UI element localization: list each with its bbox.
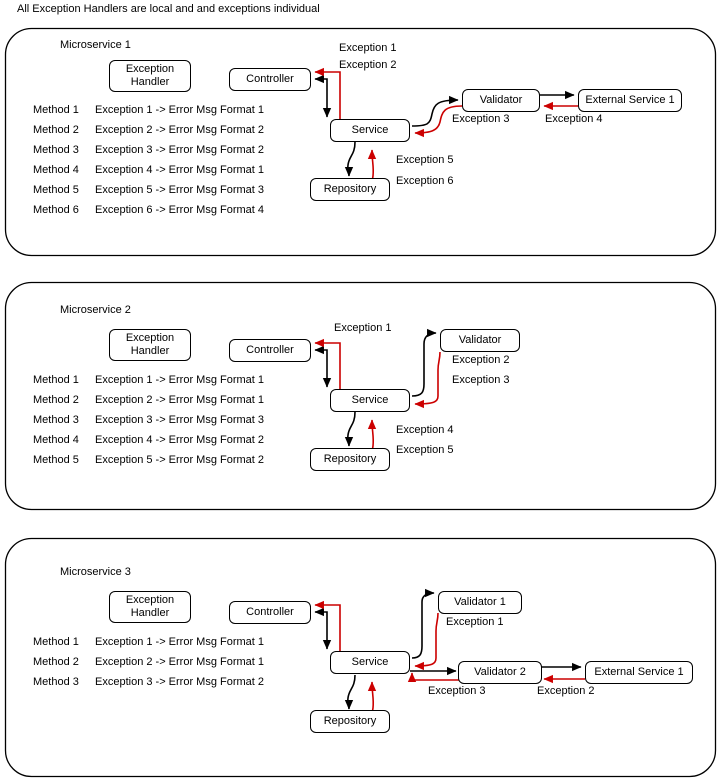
method-mapping: Exception 5 -> Error Msg Format 2 [95,454,265,466]
edge-exception-service-to-controller-p3 [314,600,341,652]
node-repository-p1[interactable]: Repository [310,178,390,201]
node-exception-handler-line1-p1: Exception [125,63,175,75]
node-validator-2-p3[interactable]: Validator 2 [458,661,542,684]
method-mapping: Exception 5 -> Error Msg Format 3 [95,184,265,196]
edge-label-exception-1-p1: Exception 1 [339,42,397,54]
method-name: Method 2 [33,124,79,136]
method-name: Method 1 [33,636,79,648]
panel-outline-microservice-1 [4,27,717,257]
edge-exception-validator1-to-service-p3 [414,612,439,671]
node-service-p3[interactable]: Service [330,651,410,674]
edge-label-exception-3-p1: Exception 3 [452,113,510,125]
page-title: All Exception Handlers are local and and… [17,3,320,15]
method-mapping: Exception 3 -> Error Msg Format 2 [95,144,265,156]
edge-service-to-repository-p2 [344,411,356,447]
node-repository-p2[interactable]: Repository [310,448,390,471]
node-controller-p2[interactable]: Controller [229,339,311,362]
method-mapping: Exception 3 -> Error Msg Format 2 [95,676,265,688]
edge-service-to-repository-p1 [344,141,356,177]
edge-label-exception-5-p1: Exception 5 [396,154,454,166]
edge-label-exception-2-p3: Exception 2 [537,685,595,697]
node-exception-handler-line1-p3: Exception [125,594,175,606]
node-exception-handler-line2-p2: Handler [130,345,170,357]
node-validator-p2[interactable]: Validator [440,329,520,352]
node-validator-1-p3[interactable]: Validator 1 [438,591,522,614]
method-name: Method 1 [33,374,79,386]
method-mapping: Exception 2 -> Error Msg Format 1 [95,394,265,406]
method-mapping: Exception 2 -> Error Msg Format 1 [95,656,265,668]
method-name: Method 5 [33,184,79,196]
method-name: Method 3 [33,144,79,156]
edge-service-to-controller-black-p2 [314,345,328,362]
edge-service-to-validator-p1 [411,95,459,127]
node-controller-p3[interactable]: Controller [229,601,311,624]
node-validator-p1[interactable]: Validator [462,89,540,112]
edge-service-to-controller-black-p3 [314,607,328,624]
edge-label-exception-4-p2: Exception 4 [396,424,454,436]
edge-label-exception-1-p3: Exception 1 [446,616,504,628]
method-name: Method 3 [33,414,79,426]
edge-exception-service-to-controller-p1 [314,67,341,120]
node-exception-handler-p2[interactable]: Exception Handler [109,329,191,361]
method-mapping: Exception 1 -> Error Msg Format 1 [95,636,265,648]
edge-label-exception-3-p2: Exception 3 [452,374,510,386]
edge-exception-validator2-to-service-p3 [407,672,460,682]
edge-exception-validator-to-service-p2 [414,351,441,409]
node-exception-handler-line2-p1: Handler [130,76,170,88]
node-exception-handler-p3[interactable]: Exception Handler [109,591,191,623]
method-name: Method 3 [33,676,79,688]
method-name: Method 4 [33,434,79,446]
edge-label-exception-2-p2: Exception 2 [452,354,510,366]
edge-service-to-validator-p2 [411,328,437,397]
method-name: Method 6 [33,204,79,216]
method-mapping: Exception 1 -> Error Msg Format 1 [95,104,265,116]
node-external-service-p1[interactable]: External Service 1 [578,89,682,112]
node-service-p2[interactable]: Service [330,389,410,412]
edge-exception-service-to-controller-p2 [314,338,341,390]
method-mapping: Exception 2 -> Error Msg Format 2 [95,124,265,136]
panel-label-microservice-1: Microservice 1 [60,39,131,51]
node-controller-p1[interactable]: Controller [229,68,311,91]
node-service-p1[interactable]: Service [330,119,410,142]
edge-service-to-controller-black-p1 [314,74,328,91]
node-repository-p3[interactable]: Repository [310,710,390,733]
method-mapping: Exception 6 -> Error Msg Format 4 [95,204,265,216]
edge-label-exception-2-p1: Exception 2 [339,59,397,71]
edge-label-exception-1-p2: Exception 1 [334,322,392,334]
edge-exception-validator-to-service-p1 [414,105,463,138]
edge-label-exception-3-p3: Exception 3 [428,685,486,697]
method-name: Method 5 [33,454,79,466]
method-name: Method 2 [33,656,79,668]
panel-label-microservice-2: Microservice 2 [60,304,131,316]
method-mapping: Exception 3 -> Error Msg Format 3 [95,414,265,426]
method-name: Method 2 [33,394,79,406]
node-external-service-p3[interactable]: External Service 1 [585,661,693,684]
panel-outline-microservice-2 [4,281,717,511]
panel-label-microservice-3: Microservice 3 [60,566,131,578]
edge-service-to-validator1-p3 [411,588,435,659]
edge-service-to-repository-p3 [344,674,356,710]
panel-outline-microservice-3 [4,537,717,778]
method-mapping: Exception 1 -> Error Msg Format 1 [95,374,265,386]
method-mapping: Exception 4 -> Error Msg Format 1 [95,164,265,176]
edge-label-exception-5-p2: Exception 5 [396,444,454,456]
method-name: Method 4 [33,164,79,176]
method-mapping: Exception 4 -> Error Msg Format 2 [95,434,265,446]
edge-label-exception-6-p1: Exception 6 [396,175,454,187]
method-name: Method 1 [33,104,79,116]
node-exception-handler-p1[interactable]: Exception Handler [109,60,191,92]
edge-label-exception-4-p1: Exception 4 [545,113,603,125]
node-exception-handler-line2-p3: Handler [130,607,170,619]
node-exception-handler-line1-p2: Exception [125,332,175,344]
